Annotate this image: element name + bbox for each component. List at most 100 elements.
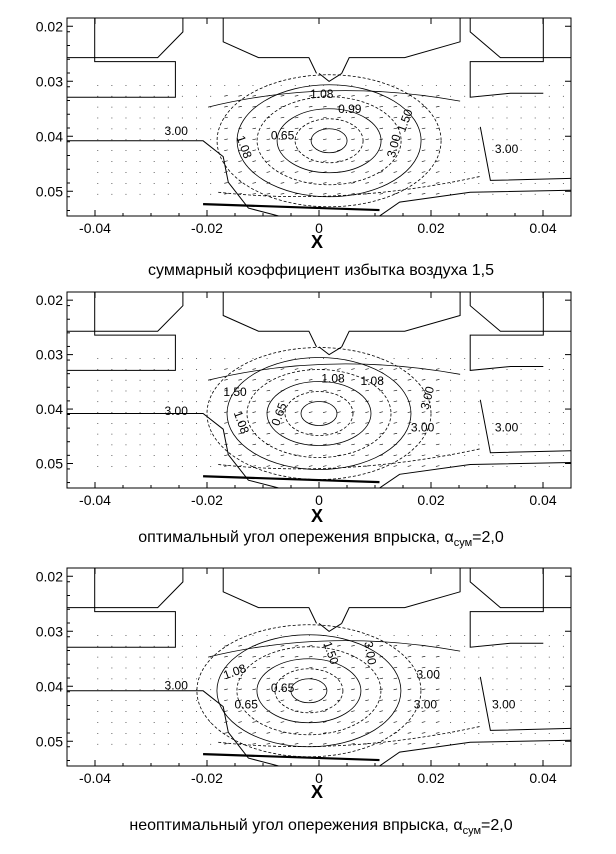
vector-mark: [280, 400, 285, 403]
vector-mark: [393, 454, 398, 456]
geometry-line: [469, 568, 544, 648]
vector-mark: [337, 182, 341, 184]
geometry-line: [469, 18, 571, 59]
vector-mark: [322, 411, 327, 413]
vector-mark: [224, 656, 228, 658]
vector-mark: [266, 743, 271, 745]
vector-mark: [294, 400, 299, 403]
vector-mark: [280, 443, 285, 446]
vector-mark: [421, 465, 426, 467]
vector-mark: [407, 677, 412, 680]
y-tick-label: 0.05: [36, 456, 63, 472]
contour-line: [208, 640, 461, 658]
vector-mark: [252, 699, 257, 701]
geometry-line: [67, 568, 184, 609]
vector-mark: [308, 138, 313, 141]
vector-mark: [379, 149, 384, 151]
vector-mark: [421, 422, 426, 424]
vector-mark: [322, 422, 327, 424]
vector-mark: [351, 422, 355, 424]
vector-mark: [308, 656, 313, 658]
vector-mark: [322, 127, 327, 130]
vector-mark: [435, 732, 440, 734]
vector-mark: [322, 666, 327, 669]
vector-mark: [322, 677, 327, 680]
vector-mark: [266, 127, 271, 130]
x-tick-label: -0.02: [191, 770, 223, 786]
vector-mark: [337, 411, 341, 413]
vector-mark: [337, 721, 341, 723]
vector-mark: [224, 422, 228, 424]
vector-mark: [224, 127, 228, 130]
vector-mark: [252, 465, 257, 467]
piston-edge: [203, 475, 380, 484]
vector-mark: [407, 699, 412, 701]
vector-mark: [322, 710, 327, 712]
vector-mark: [435, 645, 440, 647]
vector-mark: [407, 106, 412, 108]
vector-mark: [280, 677, 285, 680]
vector-mark: [337, 433, 341, 435]
contour-lines: [206, 347, 481, 480]
plot-frame: [66, 291, 572, 489]
contour-label: 0.65: [271, 681, 295, 695]
vector-mark: [337, 645, 341, 647]
contour-label: 3.00: [411, 420, 435, 434]
vector-mark: [266, 379, 271, 381]
vector-mark: [337, 106, 341, 108]
vector-mark: [435, 411, 440, 413]
vector-mark: [365, 422, 369, 424]
vector-mark: [393, 666, 398, 669]
contour-label: 3.00: [495, 142, 519, 156]
vector-mark: [280, 656, 285, 658]
vector-mark: [435, 400, 440, 403]
plot-frame: [66, 17, 572, 217]
vector-mark: [238, 389, 242, 392]
chamber-geometry: [67, 18, 571, 216]
contour-label: 3.00: [165, 404, 189, 418]
vector-mark: [337, 116, 341, 119]
vector-mark: [435, 149, 440, 151]
geometry-line: [469, 18, 544, 98]
vector-mark: [351, 182, 355, 184]
contour-ring: [226, 357, 412, 470]
contour-label: 1.50: [394, 107, 415, 134]
vector-mark: [379, 710, 384, 712]
vector-mark: [252, 411, 257, 413]
vector-mark: [308, 379, 313, 381]
vector-mark: [337, 677, 341, 680]
vector-mark: [365, 433, 369, 435]
vector-mark: [308, 465, 313, 467]
vector-mark: [337, 688, 341, 691]
vector-mark: [266, 454, 271, 456]
vector-mark: [379, 656, 384, 658]
vector-mark: [365, 677, 369, 680]
x-tick-label: -0.04: [79, 220, 111, 236]
vector-mark: [393, 422, 398, 424]
contour-label: 3.00: [165, 124, 189, 138]
vector-mark: [421, 389, 426, 392]
vector-mark: [337, 465, 341, 467]
vector-mark: [365, 656, 369, 658]
vector-mark: [224, 193, 228, 195]
vector-mark: [322, 182, 327, 184]
vector-mark: [365, 666, 369, 669]
vector-mark: [421, 721, 426, 723]
geometry-line: [67, 690, 279, 766]
vector-mark: [308, 116, 313, 119]
vector-mark: [294, 171, 299, 173]
vector-mark: [322, 95, 327, 97]
vector-mark: [280, 379, 285, 381]
vector-mark: [322, 656, 327, 658]
vector-mark: [407, 138, 412, 141]
vector-mark: [224, 149, 228, 151]
vector-mark: [322, 443, 327, 446]
vector-mark: [421, 160, 426, 162]
vector-mark: [252, 656, 257, 658]
contour-label: 0.65: [235, 698, 259, 712]
geometry-line: [379, 739, 571, 766]
vector-mark: [421, 127, 426, 130]
vector-mark: [252, 368, 257, 370]
